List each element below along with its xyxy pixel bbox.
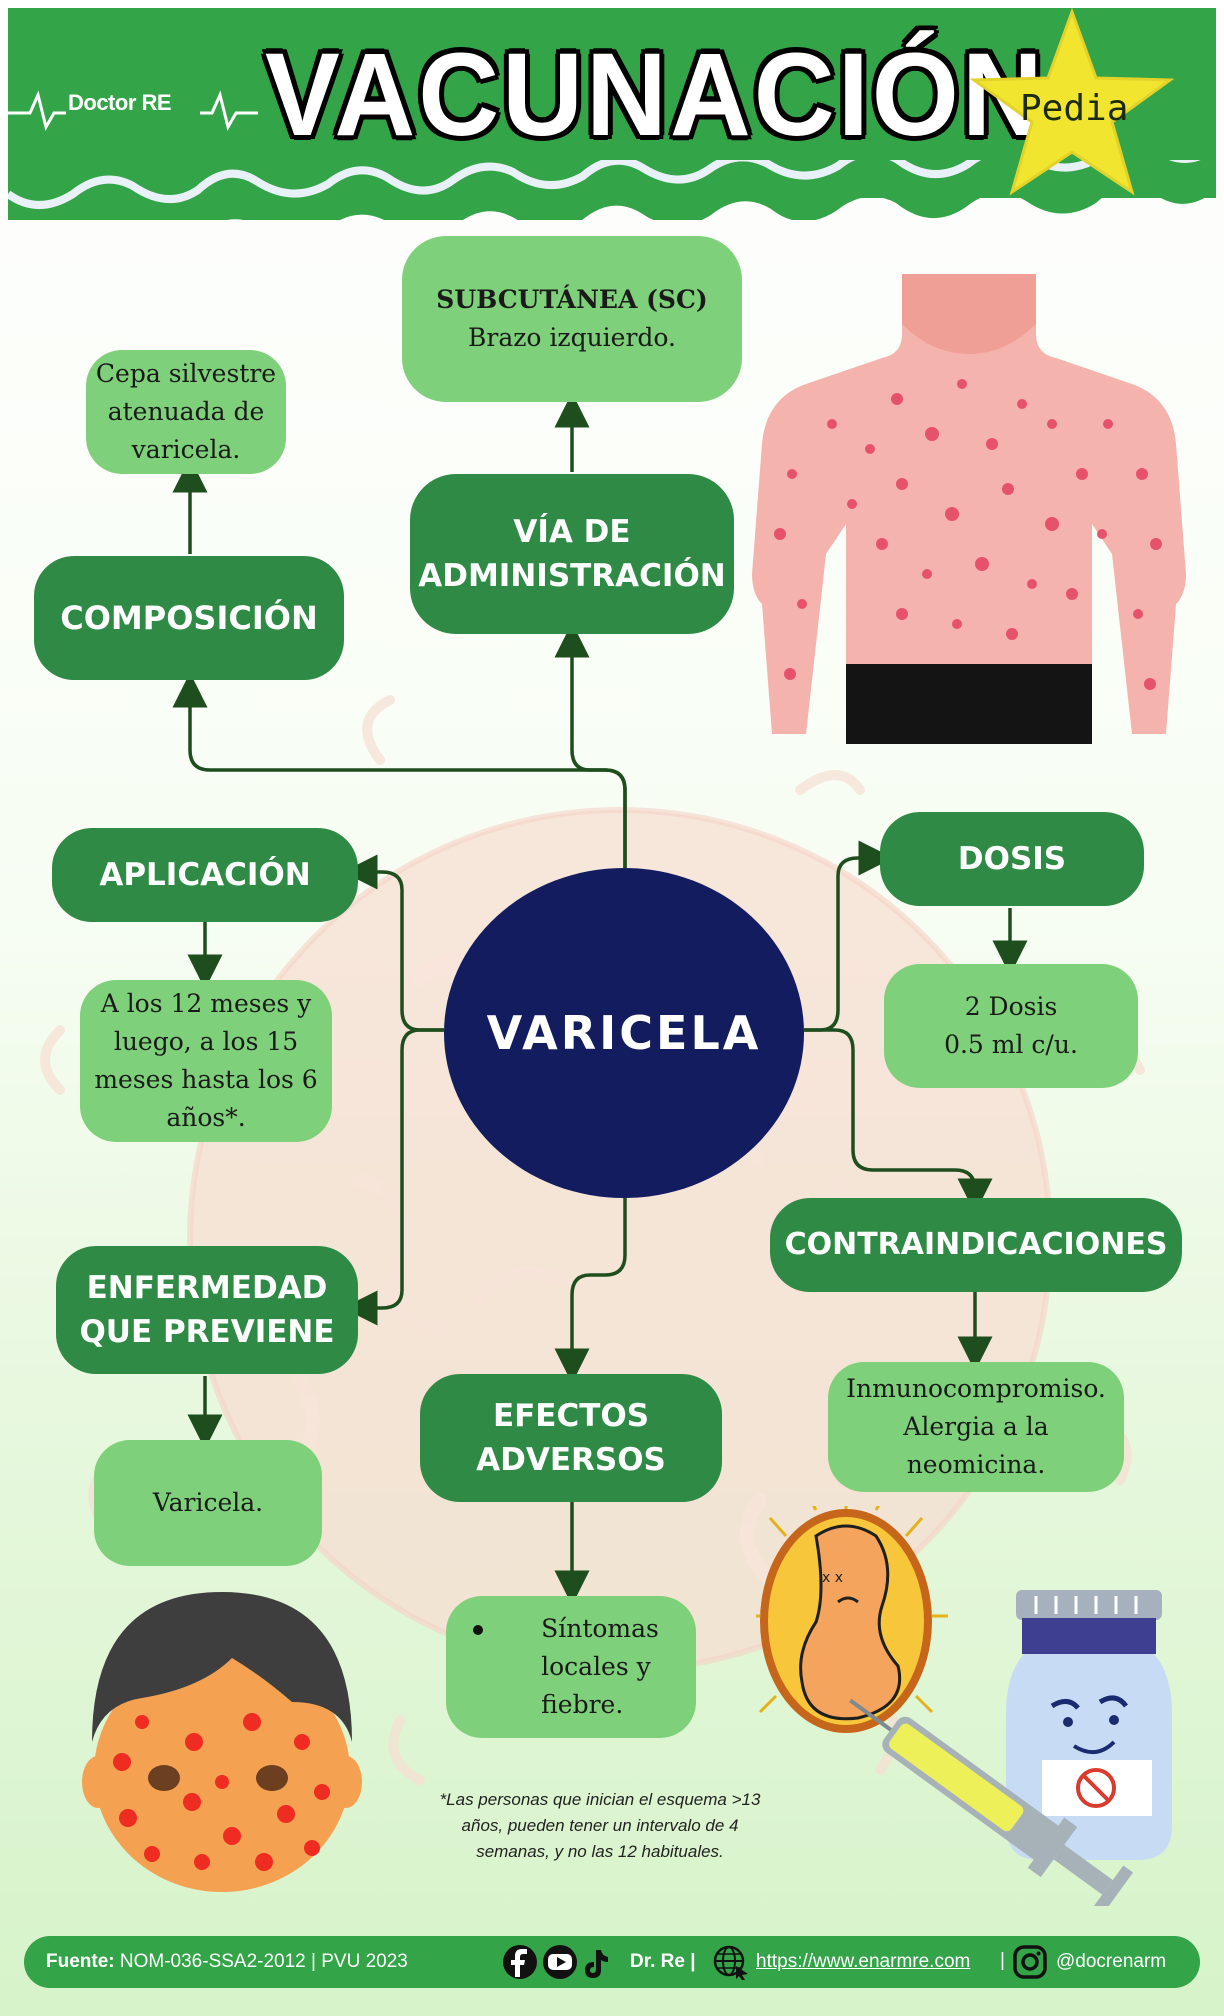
aplicacion-detail-box: A los 12 meses y luego, a los 15 meses h… <box>80 980 332 1142</box>
efectos-detail-box: Síntomas locales y fiebre. <box>446 1596 696 1738</box>
composicion-title: COMPOSICIÓN <box>60 599 318 637</box>
pedia-badge: Pedia <box>1020 88 1129 129</box>
contraindicaciones-detail-box: Inmunocompromiso. Alergia a la neomicina… <box>828 1362 1124 1492</box>
footer-source-label: Fuente: <box>46 1951 115 1972</box>
contra-detail-line-1: Inmunocompromiso. <box>846 1374 1106 1403</box>
dosis-title: DOSIS <box>957 841 1067 877</box>
website-link[interactable]: https://www.enarmre.com <box>756 1951 971 1972</box>
child-rash-face-illustration <box>82 1592 362 1892</box>
efectos-detail-line-1: Síntomas <box>541 1614 659 1643</box>
bullet-icon <box>473 1625 484 1635</box>
aplicacion-detail-line-4: años*. <box>166 1103 246 1132</box>
dosis-detail-line-1: 2 Dosis <box>964 992 1058 1021</box>
efectos-detail-line-3: fiebre. <box>541 1690 624 1719</box>
efectos-title-line-1: EFECTOS <box>492 1398 650 1434</box>
footnote-line-1: *Las personas que inician el esquema >13 <box>439 1790 761 1809</box>
enfermedad-title-line-1: ENFERMEDAD <box>86 1270 328 1306</box>
enfermedad-detail-box: Varicela. <box>94 1440 322 1566</box>
enfermedad-box: ENFERMEDAD QUE PREVIENE <box>56 1246 358 1374</box>
aplicacion-detail-line-2: luego, a los 15 <box>113 1027 299 1056</box>
aplicacion-detail-line-1: A los 12 meses y <box>100 989 312 1018</box>
via-title-line-2: ADMINISTRACIÓN <box>418 558 726 594</box>
facebook-icon[interactable] <box>503 1945 537 1979</box>
efectos-detail-list: Síntomas locales y fiebre. <box>473 1610 659 1724</box>
footer-source: Fuente: NOM-036-SSA2-2012 | PVU 2023 <box>46 1951 408 1973</box>
aplicacion-title: APLICACIÓN <box>99 857 311 893</box>
torso-rash-illustration <box>752 274 1186 744</box>
youtube-icon[interactable] <box>543 1945 577 1979</box>
svg-text:x x: x x <box>822 1570 843 1586</box>
aplicacion-box: APLICACIÓN <box>52 828 358 922</box>
efectos-detail-line-2: locales y <box>541 1652 651 1681</box>
composicion-box: COMPOSICIÓN <box>34 556 344 680</box>
aplicacion-detail-line-3: meses hasta los 6 <box>94 1065 318 1094</box>
contraindicaciones-box: CONTRAINDICACIONES <box>770 1198 1182 1292</box>
footer-bar: Fuente: NOM-036-SSA2-2012 | PVU 2023 Dr.… <box>24 1936 1200 1988</box>
dosis-detail-box: 2 Dosis 0.5 ml c/u. <box>884 964 1138 1088</box>
via-detail-title: SUBCUTÁNEA (SC) <box>436 285 708 314</box>
composicion-detail-box: Cepa silvestre atenuada de varicela. <box>86 350 286 474</box>
via-detail-text: Brazo izquierdo. <box>468 323 676 352</box>
footer-brand: Dr. Re | <box>630 1951 696 1972</box>
globe-icon <box>713 1945 748 1980</box>
efectos-box: EFECTOS ADVERSOS <box>420 1374 722 1502</box>
composicion-detail-line-2: atenuada de <box>107 397 265 426</box>
composicion-detail-line-3: varicela. <box>131 435 241 464</box>
efectos-title-line-2: ADVERSOS <box>476 1442 666 1478</box>
via-detail-box: SUBCUTÁNEA (SC) Brazo izquierdo. <box>402 236 742 402</box>
social-icons <box>503 1945 608 1979</box>
enfermedad-title-line-2: QUE PREVIENE <box>79 1314 335 1350</box>
dosis-box: DOSIS <box>880 812 1144 906</box>
instagram-icon[interactable] <box>1012 1944 1048 1980</box>
center-topic: VARICELA <box>486 1006 762 1060</box>
tiktok-icon[interactable] <box>585 1950 608 1978</box>
star-icon <box>969 7 1175 196</box>
logo-text: Doctor RE <box>68 90 172 115</box>
heartbeat-logo-icon <box>8 90 258 131</box>
contraindicaciones-title: CONTRAINDICACIONES <box>784 1227 1168 1262</box>
contra-detail-line-3: neomicina. <box>906 1450 1046 1479</box>
dosis-detail-line-2: 0.5 ml c/u. <box>944 1030 1078 1059</box>
footnote-line-3: semanas, y no las 12 habituales. <box>476 1842 724 1861</box>
footer-source-text: NOM-036-SSA2-2012 | PVU 2023 <box>119 1951 408 1972</box>
virus-vaccine-illustration: x x <box>756 1506 1172 1906</box>
instagram-handle[interactable]: @docrenarm <box>1056 1951 1167 1972</box>
contra-detail-line-2: Alergia a la <box>903 1412 1049 1441</box>
enfermedad-detail: Varicela. <box>152 1488 264 1517</box>
header-drip-edge <box>8 160 1216 220</box>
footnote: *Las personas que inician el esquema >13… <box>400 1787 800 1865</box>
footer-separator: | <box>1000 1950 1005 1971</box>
via-title-line-1: VÍA DE <box>513 514 631 550</box>
composicion-detail-line-1: Cepa silvestre <box>95 359 277 388</box>
center-topic-circle: VARICELA <box>444 868 804 1198</box>
footnote-line-2: años, pueden tener un intervalo de 4 <box>461 1816 739 1835</box>
page-title: VACUNACIÓN <box>265 28 1046 161</box>
via-box: VÍA DE ADMINISTRACIÓN <box>410 474 734 634</box>
